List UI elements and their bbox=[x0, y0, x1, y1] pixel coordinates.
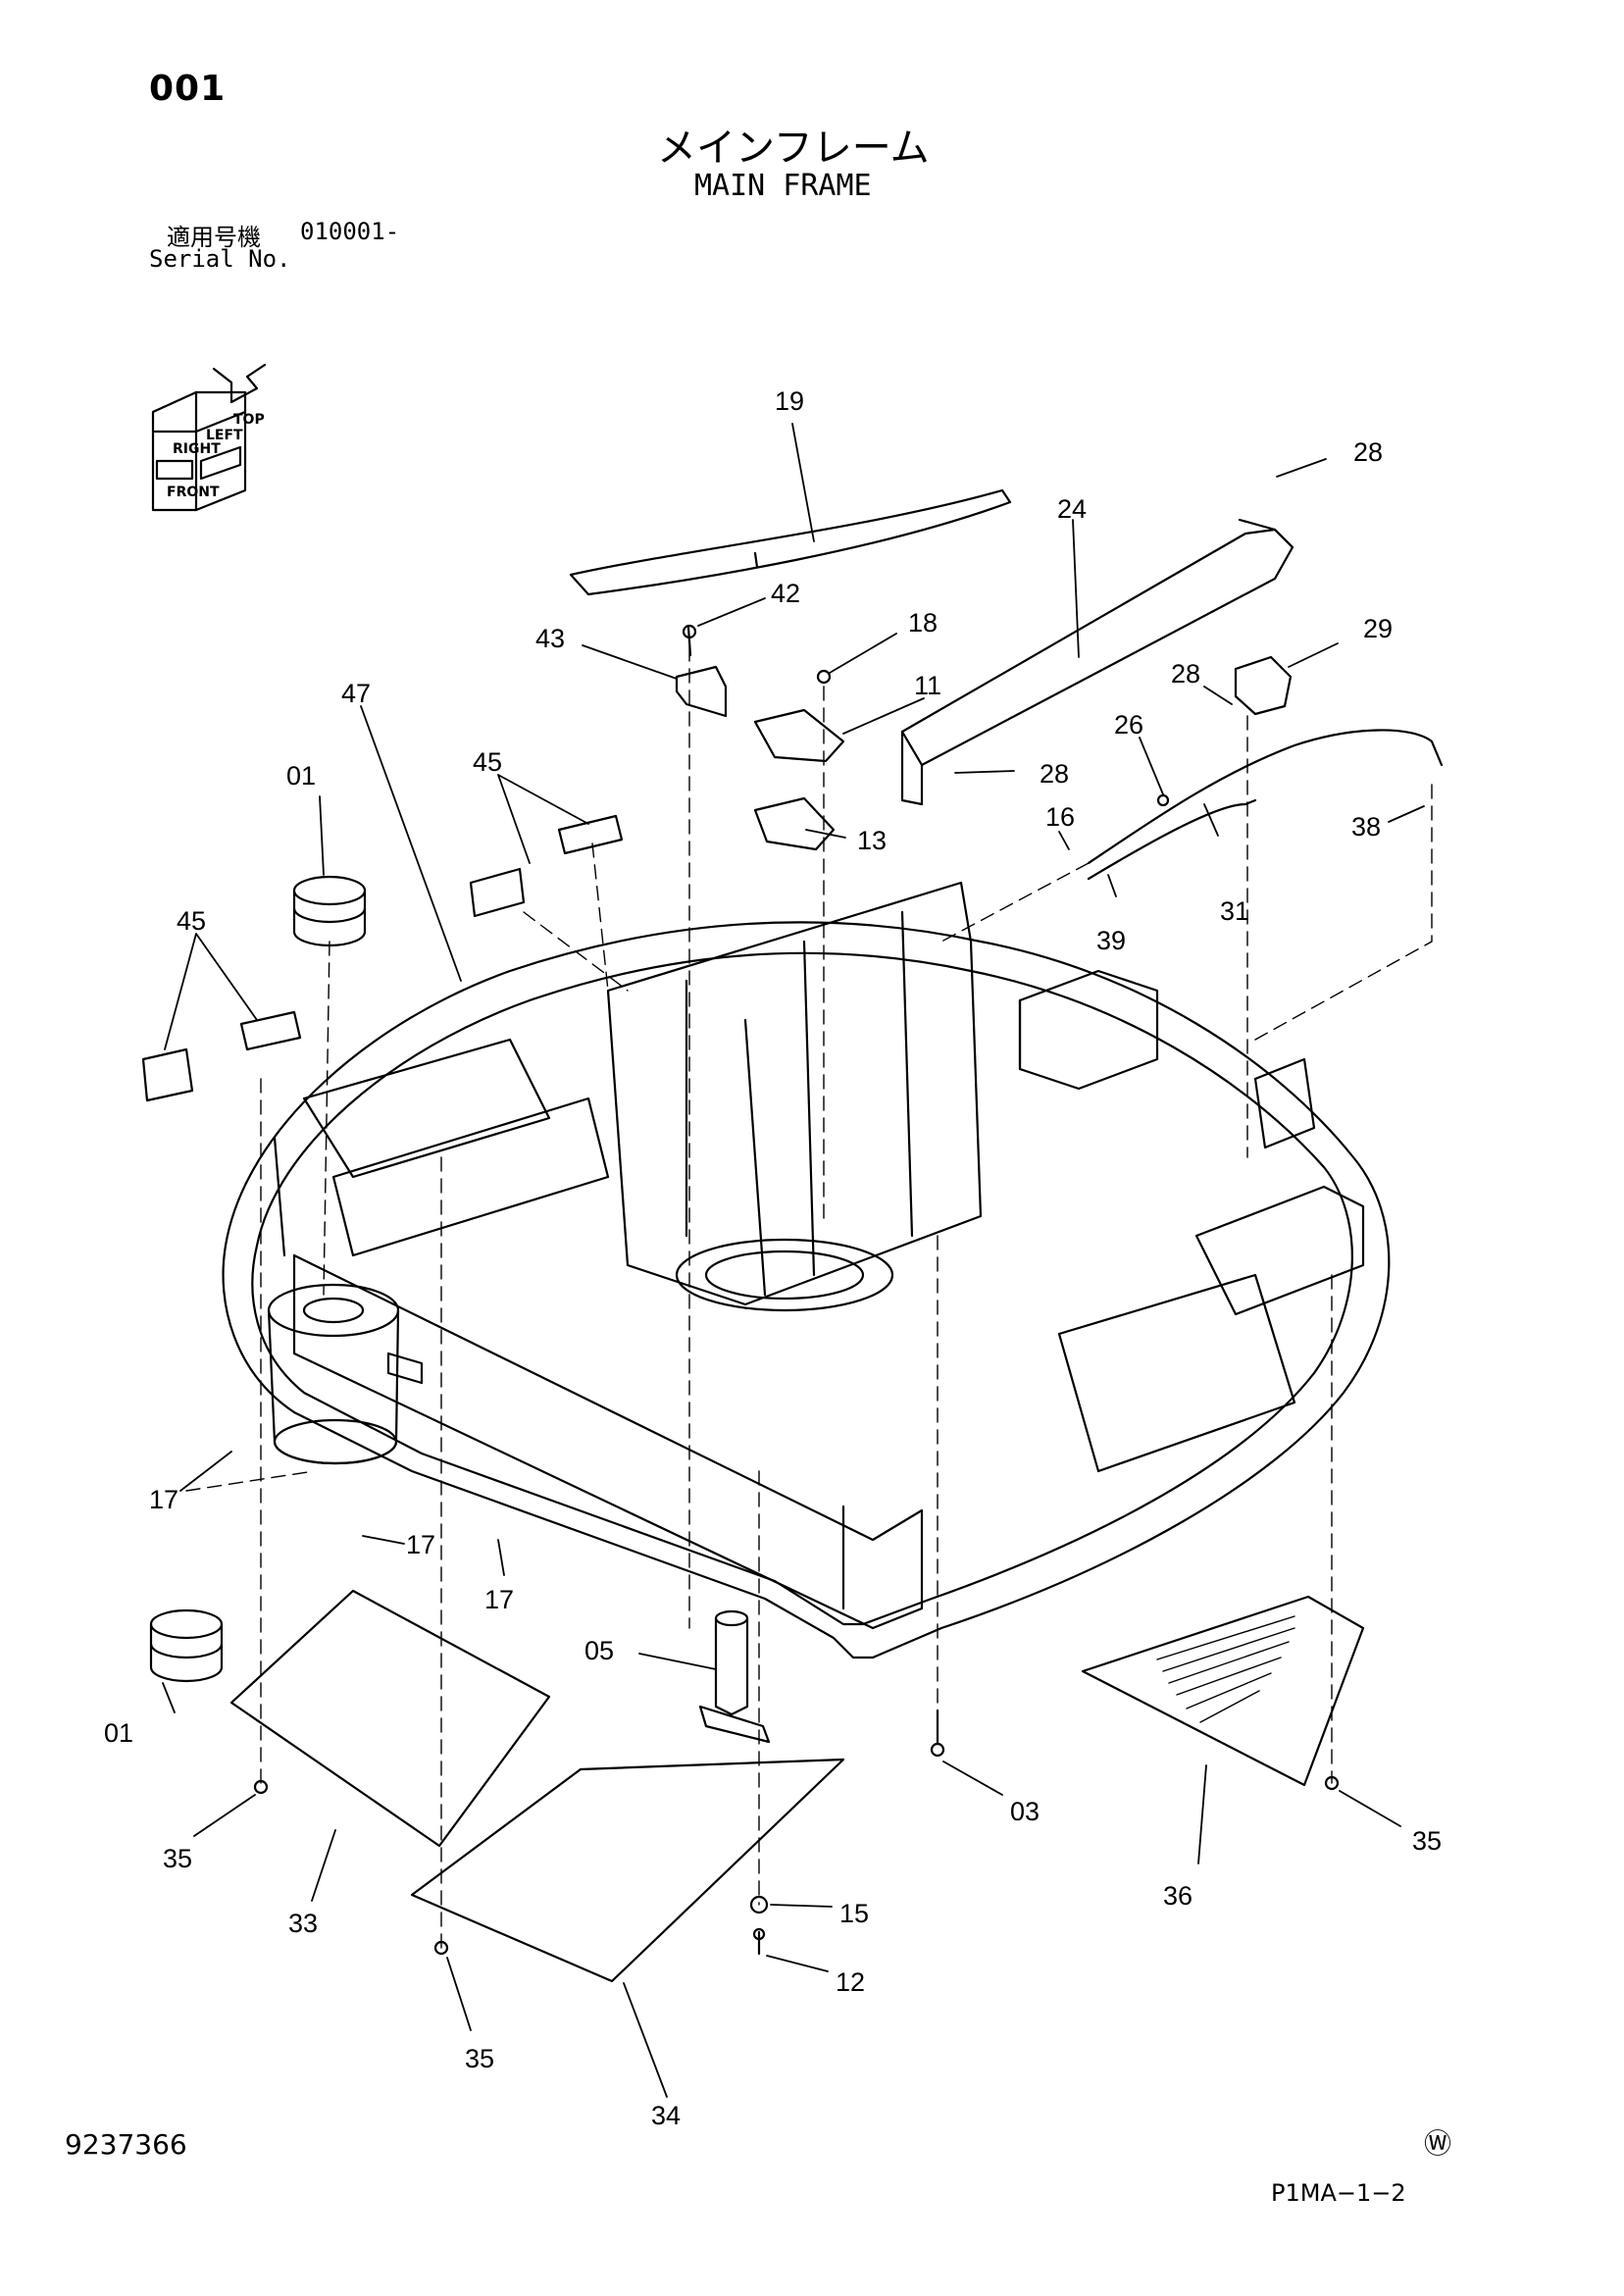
callout-17-mid: 17 bbox=[406, 1530, 435, 1559]
label-45-a bbox=[469, 867, 526, 918]
callout-28-mid: 28 bbox=[1171, 659, 1200, 689]
callout-45-upper: 45 bbox=[473, 747, 502, 777]
label-45-d bbox=[239, 1010, 302, 1051]
orientation-label-left: LEFT bbox=[206, 428, 243, 443]
bolt-18-icon bbox=[816, 669, 832, 685]
callout-17-low: 17 bbox=[484, 1585, 514, 1614]
collar-lower-01-icon bbox=[149, 1608, 224, 1683]
title-japanese: メインフレーム bbox=[657, 126, 930, 171]
callout-15: 15 bbox=[839, 1899, 869, 1928]
cover-33 bbox=[229, 1589, 551, 1848]
callout-11: 11 bbox=[914, 671, 941, 700]
serial-label-japanese: 適用号機 bbox=[167, 224, 261, 251]
orientation-label-top: TOP bbox=[233, 412, 265, 428]
callout-42: 42 bbox=[771, 579, 800, 608]
callout-36: 36 bbox=[1163, 1881, 1193, 1911]
cover-36-perforation bbox=[1156, 1615, 1295, 1723]
w-mark: Ⓦ bbox=[1424, 2127, 1452, 2160]
callout-35-right: 35 bbox=[1412, 1826, 1442, 1856]
strip-19 bbox=[569, 488, 1012, 596]
callout-28-top: 28 bbox=[1353, 437, 1383, 467]
cable-31 bbox=[1087, 729, 1444, 865]
orientation-label-right: RIGHT bbox=[173, 441, 221, 457]
sheet-code: P1MA−1−2 bbox=[1271, 2179, 1406, 2207]
callout-18: 18 bbox=[908, 608, 938, 638]
orientation-label-front: FRONT bbox=[167, 485, 220, 500]
bracket-43 bbox=[675, 665, 728, 718]
callout-47: 47 bbox=[341, 679, 371, 708]
callout-38: 38 bbox=[1351, 812, 1381, 842]
callout-19: 19 bbox=[775, 386, 804, 416]
pin-05-icon bbox=[698, 1609, 771, 1744]
callout-45-left: 45 bbox=[177, 906, 206, 936]
serial-label-english: Serial No. bbox=[149, 245, 291, 273]
callout-43: 43 bbox=[535, 624, 565, 653]
callout-31: 31 bbox=[1220, 896, 1249, 926]
bracket-24 bbox=[900, 528, 1294, 767]
collar-upper-01-icon bbox=[292, 875, 367, 947]
nut-15-icon bbox=[749, 1895, 769, 1914]
serial-value: 010001- bbox=[300, 218, 400, 245]
callout-05: 05 bbox=[584, 1636, 614, 1665]
assembly-lines bbox=[185, 646, 1433, 1949]
callout-34: 34 bbox=[651, 2101, 681, 2130]
callout-17-left: 17 bbox=[149, 1485, 178, 1514]
fitting-26-icon bbox=[1156, 793, 1170, 807]
callout-16: 16 bbox=[1045, 802, 1075, 832]
callout-24: 24 bbox=[1057, 494, 1087, 524]
document-number: 9237366 bbox=[65, 2128, 187, 2161]
cover-36 bbox=[1081, 1595, 1365, 1787]
leader-lines bbox=[162, 423, 1425, 2098]
callout-33: 33 bbox=[288, 1909, 318, 1938]
callout-01-lower: 01 bbox=[104, 1718, 133, 1748]
page-number: 001 bbox=[149, 69, 227, 109]
orientation-cube-icon: LEFT RIGHT FRONT TOP bbox=[151, 363, 267, 512]
label-45-b bbox=[557, 814, 624, 855]
bolt-03-icon bbox=[930, 1709, 945, 1758]
bracket-29 bbox=[1234, 655, 1293, 716]
plate-11 bbox=[753, 708, 845, 763]
callout-03: 03 bbox=[1010, 1797, 1040, 1826]
cover-34 bbox=[410, 1758, 845, 1983]
callout-26: 26 bbox=[1114, 710, 1143, 740]
plate-13 bbox=[753, 796, 836, 851]
label-45-c bbox=[141, 1047, 194, 1102]
callout-28-lower: 28 bbox=[1040, 759, 1069, 789]
callout-01-upper: 01 bbox=[286, 761, 316, 791]
callout-13: 13 bbox=[857, 826, 887, 855]
bolt-42-icon bbox=[682, 624, 697, 639]
callout-29: 29 bbox=[1363, 614, 1393, 643]
bolt-12-icon bbox=[752, 1927, 766, 1956]
main-frame-body bbox=[222, 881, 1391, 1659]
title-english: MAIN FRAME bbox=[694, 169, 872, 203]
callout-35-bottom: 35 bbox=[465, 2044, 494, 2073]
callout-numbers: 19 28 24 42 18 43 29 11 28 47 26 01 45 2… bbox=[104, 386, 1442, 2130]
cable-39 bbox=[1087, 798, 1257, 881]
callout-35-left: 35 bbox=[163, 1844, 192, 1873]
callout-39: 39 bbox=[1096, 926, 1126, 955]
callout-12: 12 bbox=[836, 1967, 865, 1997]
